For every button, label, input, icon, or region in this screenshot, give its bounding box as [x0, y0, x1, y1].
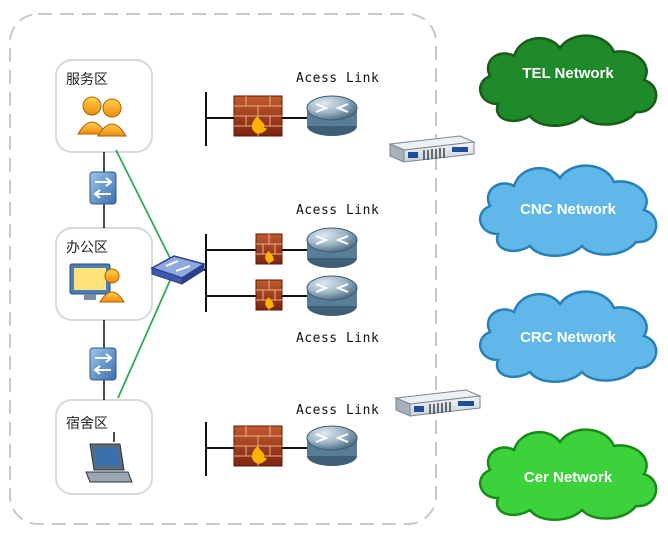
cloud-icon: [478, 290, 658, 383]
zone-label-dorm: 宿舍区: [66, 415, 108, 432]
cloud-label-cnc: CNC Network: [520, 201, 617, 218]
firewall-icon-2: [255, 233, 283, 265]
zone-label-office: 办公区: [66, 240, 108, 256]
firewall-icon-4: [233, 425, 283, 467]
router-icon-3: [306, 275, 358, 316]
cloud-cnc: CNC Network: [478, 164, 658, 257]
green-link-dorm: [117, 275, 173, 399]
router-icon-4: [306, 425, 358, 466]
switch-icon-upper: [89, 171, 117, 205]
access-link-label-4: Acess Link: [296, 403, 379, 418]
access-link-label-1: Acess Link: [296, 71, 379, 86]
campus-boundary: [9, 13, 437, 525]
cloud-crc: CRC Network: [478, 290, 658, 383]
cloud-cer: Cer Network: [478, 428, 658, 521]
router-icon-2: [306, 227, 358, 268]
workstation-icon: [69, 263, 125, 303]
router-icon-1: [306, 95, 358, 136]
rack-device-icon-1: [388, 135, 476, 163]
access-link-label-2: Acess Link: [296, 203, 379, 218]
users-icon: [77, 96, 127, 137]
cloud-label-tel: TEL Network: [522, 65, 614, 82]
cloud-label-crc: CRC Network: [520, 329, 617, 346]
firewall-icon-3: [255, 279, 283, 311]
cloud-icon: [478, 164, 658, 257]
access-link-label-3: Acess Link: [296, 331, 379, 346]
firewall-icon-1: [233, 95, 283, 137]
rack-device-icon-2: [394, 389, 482, 417]
cloud-icon: [478, 34, 658, 127]
zone-label-service: 服务区: [66, 72, 108, 88]
green-link-service: [115, 149, 173, 263]
cloud-icon: [478, 428, 658, 521]
switch-icon-lower: [89, 347, 117, 381]
cloud-tel: TEL Network: [478, 34, 658, 127]
core-switch-icon: [150, 255, 206, 285]
cloud-label-cer: Cer Network: [524, 469, 613, 486]
laptop-icon: [85, 443, 133, 483]
